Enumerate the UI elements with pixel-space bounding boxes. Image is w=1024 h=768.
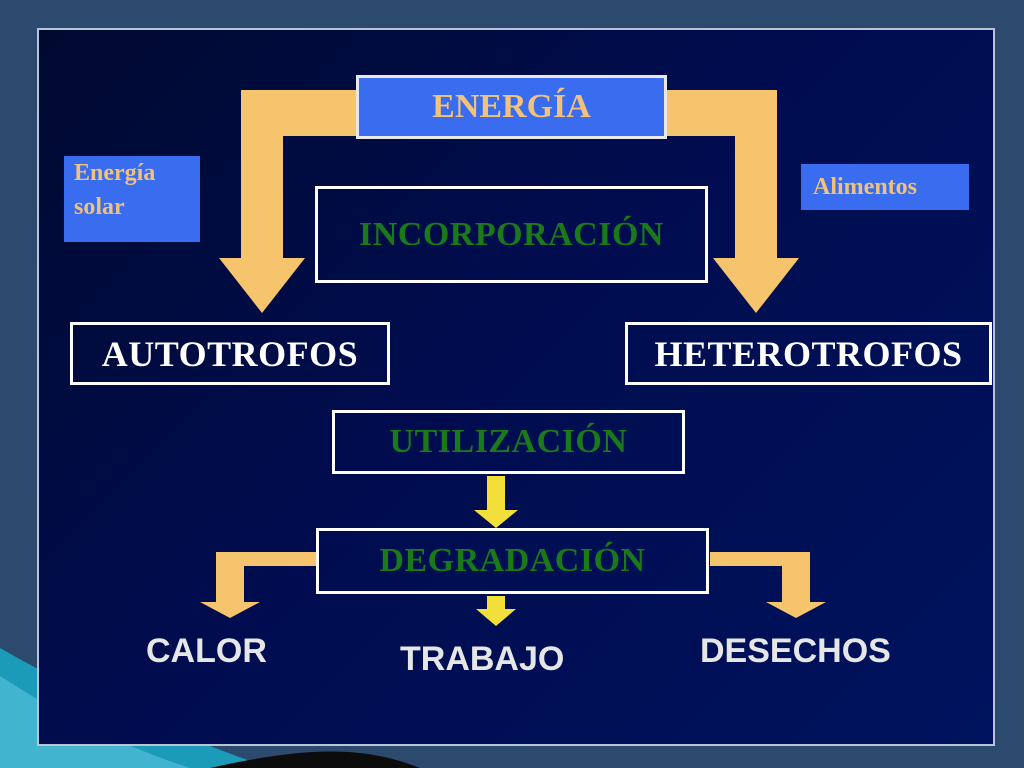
incorporacion-box: INCORPORACIÓN — [315, 186, 708, 283]
slide-panel — [37, 28, 995, 746]
arrow-to-calor — [200, 552, 316, 618]
autotrofos-box: AUTOTROFOS — [70, 322, 390, 385]
incorporacion-label: INCORPORACIÓN — [359, 215, 664, 253]
utilizacion-box: UTILIZACIÓN — [332, 410, 685, 474]
desechos-label: DESECHOS — [700, 632, 891, 670]
autotrofos-label: AUTOTROFOS — [101, 333, 359, 374]
trabajo-label: TRABAJO — [400, 640, 565, 678]
alimentos-label: Alimentos — [813, 173, 917, 200]
utilizacion-label: UTILIZACIÓN — [389, 423, 628, 460]
heterotrofos-box: HETEROTROFOS — [625, 322, 992, 385]
alimentos-label-box: Alimentos — [801, 164, 969, 210]
energia-solar-label-box: Energía solar — [64, 156, 200, 242]
calor-label: CALOR — [146, 632, 267, 670]
arrow-to-autotrofos — [219, 90, 360, 313]
arrow-to-trabajo — [476, 596, 516, 626]
energia-solar-line1: Energía — [74, 160, 156, 186]
heterotrofos-label: HETEROTROFOS — [654, 333, 963, 374]
degradacion-box: DEGRADACIÓN — [316, 528, 709, 594]
energia-label: ENERGÍA — [432, 88, 591, 125]
arrow-to-desechos — [710, 552, 826, 618]
energia-solar-line2: solar — [74, 194, 125, 220]
arrow-to-heterotrofos — [664, 90, 799, 313]
energia-box: ENERGÍA — [356, 75, 667, 139]
degradacion-label: DEGRADACIÓN — [379, 542, 646, 579]
arrow-utilizacion-to-degradacion — [474, 476, 518, 528]
